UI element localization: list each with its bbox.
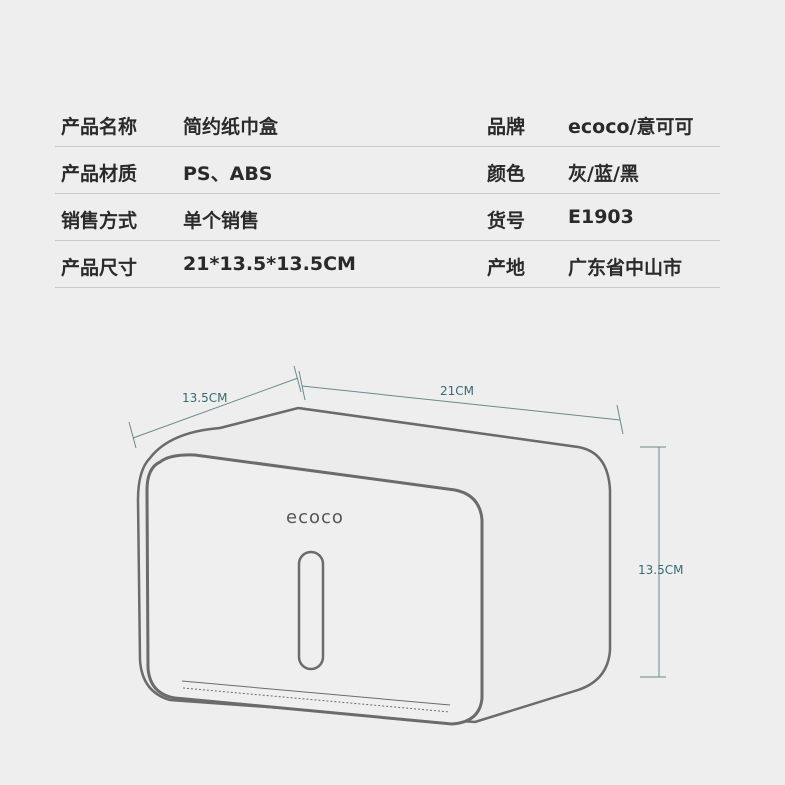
width-dimension-line <box>301 385 621 421</box>
spec-value: 21*13.5*13.5CM <box>183 253 356 275</box>
brand-logo: ecoco <box>286 507 344 528</box>
spec-table: 产品名称 简约纸巾盒 品牌 ecoco/意可可 产品材质 PS、ABS 颜色 灰… <box>55 100 720 288</box>
spec-row-size: 产品尺寸 21*13.5*13.5CM 产地 广东省中山市 <box>55 241 720 288</box>
spec-label: 产品尺寸 <box>61 257 138 279</box>
spec-value: PS、ABS <box>183 163 273 185</box>
spec-value: 广东省中山市 <box>568 257 683 279</box>
height-label: 13.5CM <box>638 563 683 577</box>
width-label: 21CM <box>440 384 474 398</box>
spec-label: 产地 <box>487 257 526 279</box>
depth-tick-right <box>293 365 302 393</box>
depth-dimension-line <box>132 377 299 439</box>
width-tick-right <box>616 404 624 435</box>
spec-value: 灰/蓝/黑 <box>568 163 639 185</box>
width-tick-left <box>298 370 306 401</box>
tissue-box-illustration <box>136 406 612 726</box>
spec-value: E1903 <box>568 206 634 228</box>
box-bottom-lip <box>181 680 451 706</box>
depth-tick-left <box>128 421 137 449</box>
spec-row-sales: 销售方式 单个销售 货号 E1903 <box>55 194 720 241</box>
spec-label: 品牌 <box>487 116 526 138</box>
tissue-slot <box>297 550 325 671</box>
spec-value: 简约纸巾盒 <box>183 116 279 138</box>
spec-label: 货号 <box>487 210 526 232</box>
box-top-edge <box>299 407 579 448</box>
spec-value: ecoco/意可可 <box>568 116 694 138</box>
spec-label: 产品名称 <box>61 116 138 138</box>
spec-row-name: 产品名称 简约纸巾盒 品牌 ecoco/意可可 <box>55 100 720 147</box>
spec-label: 产品材质 <box>61 163 138 185</box>
spec-value: 单个销售 <box>183 210 260 232</box>
dimension-lines <box>128 365 666 678</box>
spec-row-material: 产品材质 PS、ABS 颜色 灰/蓝/黑 <box>55 147 720 194</box>
depth-label: 13.5CM <box>182 391 227 405</box>
spec-label: 销售方式 <box>61 210 138 232</box>
box-bottom-slot <box>182 687 451 713</box>
spec-label: 颜色 <box>487 163 526 185</box>
